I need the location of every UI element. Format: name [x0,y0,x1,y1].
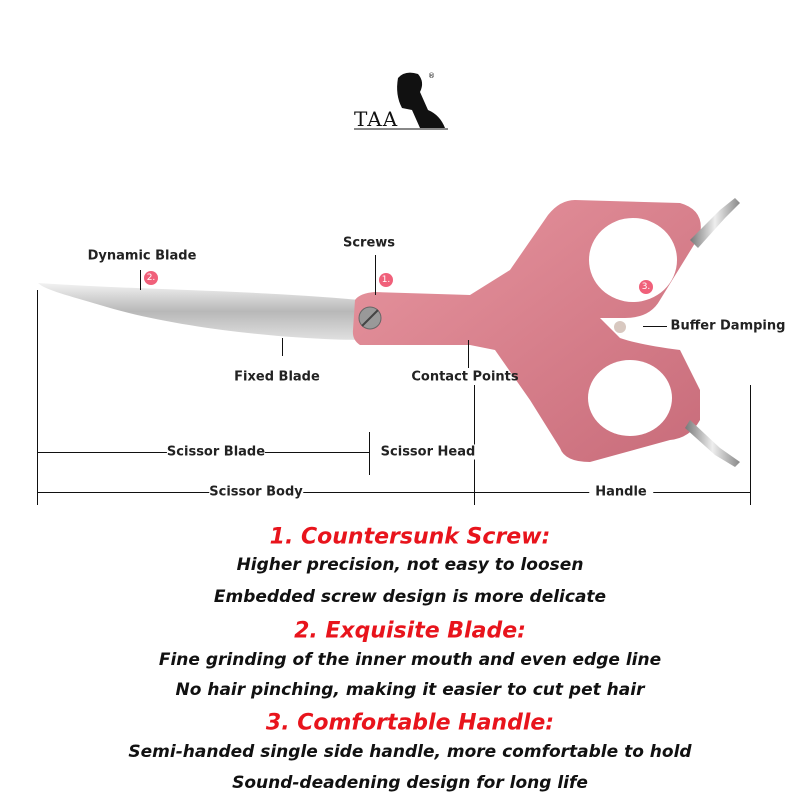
registered-mark: ® [428,72,435,80]
label-scissor-head: Scissor Head [380,444,476,460]
dimension-line [369,432,370,475]
feature-1-line: Embedded screw design is more delicate [213,587,607,607]
feature-3-line: Semi-handed single side handle, more com… [128,742,692,762]
taa-logo [354,72,448,130]
leader-line [375,255,376,295]
feature-2-line: No hair pinching, making it easier to cu… [175,680,645,700]
dimension-line [37,290,38,505]
label-buffer-damping: Buffer Damping [670,318,786,334]
label-handle: Handle [589,484,653,500]
feature-1-line: Higher precision, not easy to loosen [236,555,584,575]
feature-2-line: Fine grinding of the inner mouth and eve… [158,650,662,670]
blade [38,283,362,340]
label-fixed-blade: Fixed Blade [234,369,320,385]
label-contact-points: Contact Points [411,369,519,385]
leader-line [282,338,283,356]
label-scissor-body: Scissor Body [209,484,303,500]
finger-rest-top [690,198,740,248]
badge-1: 1. [379,273,393,287]
leader-line [468,340,469,368]
dimension-line [37,492,750,493]
logo-text: TAA [354,107,399,131]
badge-2: 2. [144,271,158,285]
dimension-line [750,385,751,505]
buffer-damper [614,321,626,333]
leader-line [140,270,141,290]
badge-3: 3. [639,280,653,294]
label-dynamic-blade: Dynamic Blade [87,248,197,264]
finger-rest-bottom [685,420,740,467]
leader-line [643,326,667,327]
feature-3-title: 3. Comfortable Handle: [265,710,555,736]
feature-3-line: Sound-deadening design for long life [232,773,588,793]
label-screws: Screws [342,235,396,251]
feature-1-title: 1. Countersunk Screw: [269,524,551,550]
feature-2-title: 2. Exquisite Blade: [294,618,526,644]
label-scissor-blade: Scissor Blade [166,444,266,460]
